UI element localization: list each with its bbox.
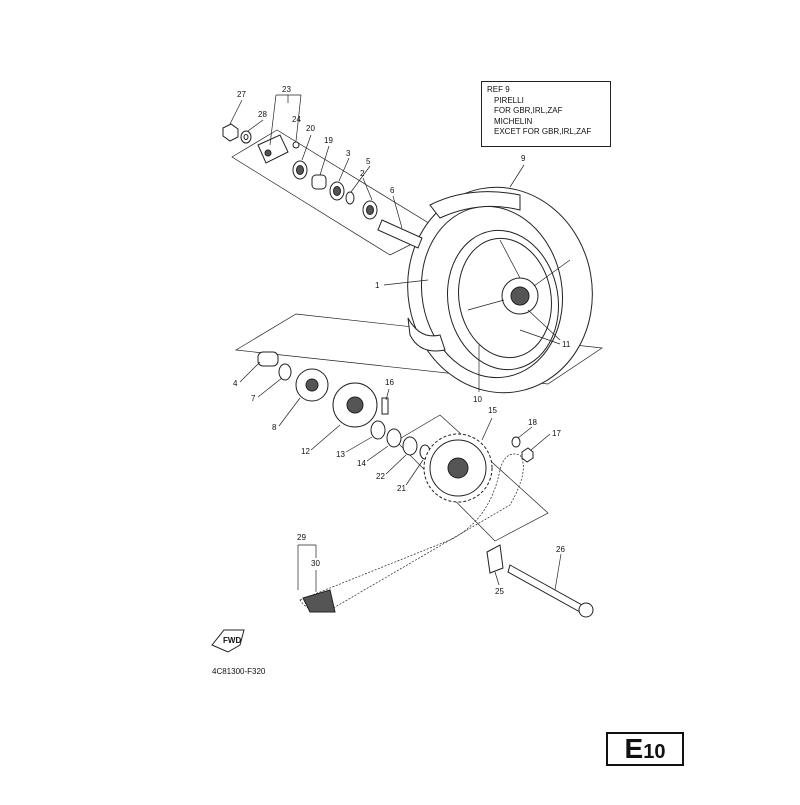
collar-nut: [222, 123, 239, 142]
callout-16: 16: [385, 378, 394, 387]
cast-wheel: [446, 229, 571, 371]
catalog-code: 4C81300-F320: [212, 667, 266, 676]
callout-22: 22: [376, 472, 385, 481]
sprocket-group-outline: [395, 414, 549, 542]
callout-19: 19: [324, 136, 333, 145]
callout-13: 13: [336, 450, 345, 459]
washer-18: [511, 436, 521, 448]
hub-group-outline: [234, 313, 603, 385]
callout-26: 26: [556, 545, 565, 554]
clutch-hub-12: [332, 382, 378, 428]
callout-labels: 27 23 28 24 20 19 3 5 2 6 9 1 11 10 4 7 …: [233, 85, 571, 596]
stud-16: [381, 397, 389, 415]
nut-17: [521, 447, 534, 463]
driven-sprocket: [423, 433, 493, 503]
damper-8: [295, 368, 329, 402]
callout-24: 24: [292, 115, 301, 124]
plate-washer: [240, 130, 252, 144]
callout-2: 2: [360, 169, 365, 178]
oil-seal-14: [386, 428, 402, 448]
callout-29: 29: [297, 533, 306, 542]
page-badge-letter: E: [624, 733, 644, 764]
page-badge: E 10: [606, 732, 684, 766]
callout-27: 27: [237, 90, 246, 99]
callout-11: 11: [562, 340, 571, 349]
callout-7: 7: [251, 394, 256, 403]
ref-note-line: EXCET FOR GBR,IRL,ZAF: [494, 127, 592, 136]
chain-puller-25: [486, 544, 504, 574]
leader-lines: [229, 94, 562, 592]
callout-28: 28: [258, 110, 267, 119]
bearing-13: [370, 420, 386, 440]
callout-1: 1: [375, 281, 380, 290]
oil-seal: [292, 160, 308, 180]
wheel-axle-26: [507, 564, 594, 618]
callout-14: 14: [357, 459, 366, 468]
ref-note-line: REF 9: [487, 85, 510, 94]
ref-note-line: FOR GBR,IRL,ZAF: [494, 106, 563, 115]
callout-15: 15: [488, 406, 497, 415]
fwd-label: FWD: [223, 636, 241, 645]
collar-7: [278, 363, 292, 381]
drive-chain: [299, 453, 524, 613]
callout-3: 3: [346, 149, 351, 158]
spacer-6: [377, 219, 423, 249]
callout-17: 17: [552, 429, 561, 438]
page-badge-number: 10: [643, 741, 666, 763]
bearing-3: [329, 181, 345, 201]
callout-23: 23: [282, 85, 291, 94]
ref-note-line: PIRELLI: [494, 95, 524, 105]
callout-4: 4: [233, 379, 238, 388]
callout-18: 18: [528, 418, 537, 427]
callout-5: 5: [366, 157, 371, 166]
fwd-arrow-icon: FWD: [211, 629, 245, 653]
callout-20: 20: [306, 124, 315, 133]
bearing-4: [257, 351, 279, 367]
circlip-5: [345, 191, 355, 205]
callout-9: 9: [521, 154, 526, 163]
ref-note-line: MICHELIN: [494, 116, 533, 126]
callout-25: 25: [495, 587, 504, 596]
callout-30: 30: [311, 559, 320, 568]
bolt: [292, 141, 300, 149]
callout-10: 10: [473, 395, 482, 404]
callout-6: 6: [390, 186, 395, 195]
callout-21: 21: [397, 484, 406, 493]
reference-note-box: REF 9 PIRELLI FOR GBR,IRL,ZAF MICHELIN E…: [481, 81, 611, 147]
collar: [311, 174, 327, 190]
callout-12: 12: [301, 447, 310, 456]
chain-puller: [257, 134, 289, 164]
bearing-2: [362, 200, 378, 220]
callout-8: 8: [272, 423, 277, 432]
oil-seal-22: [402, 436, 418, 456]
